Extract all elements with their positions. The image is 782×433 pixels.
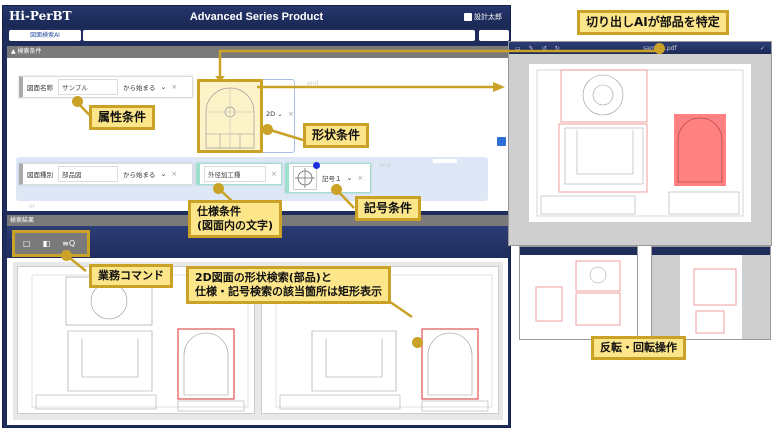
rotate-right-icon[interactable]: ↻ [554, 44, 560, 52]
pen-icon[interactable]: ✎ [528, 44, 534, 52]
check-icon[interactable]: ✓ [759, 44, 765, 52]
callout-dot [61, 250, 72, 261]
close-icon[interactable]: × [271, 170, 277, 178]
match-select[interactable]: から始まる [123, 84, 156, 92]
frame-icon[interactable]: ▭ [515, 44, 521, 52]
or-label: or [29, 203, 36, 210]
flip-icon[interactable]: ◧ [42, 239, 51, 248]
callout-shape-condition: 形状条件 [303, 123, 370, 148]
match-select[interactable]: から始まる [123, 171, 156, 179]
callout-dot [213, 183, 224, 194]
save-icon[interactable] [497, 137, 506, 146]
flipped-thumbnail[interactable] [519, 246, 638, 340]
thumbnail-toolbar [652, 247, 770, 255]
viewer-drawing [529, 64, 751, 222]
app-title: Advanced Series Product [189, 11, 324, 23]
callout-flip-rotate: 反転・回転操作 [591, 336, 686, 360]
attr-condition-name: 図面名称 から始まる ⌄ × [19, 76, 193, 98]
spacer [433, 159, 457, 163]
callout-result-display: 2D図面の形状検索(部品)と 仕様・記号検索の該当箇所は矩形表示 [186, 266, 391, 304]
user-name: 設計太郎 [474, 13, 502, 21]
symbol-select[interactable]: 記号１ [322, 175, 342, 183]
spec-input[interactable] [204, 166, 266, 182]
callout-attribute-condition: 属性条件 [89, 105, 156, 130]
shape-mode-select[interactable]: 2D ⌄ [266, 110, 283, 118]
command-toolbar: □ ◧ ≡Q [12, 230, 90, 257]
tab-blank-2[interactable] [479, 30, 509, 41]
callout-dot [262, 124, 273, 135]
status-dot [313, 162, 320, 169]
user-icon [464, 13, 472, 21]
callout-dot [654, 43, 665, 54]
thumbnail-toolbar [520, 247, 637, 255]
callout-dot [72, 96, 83, 107]
chevron-down-icon[interactable]: ⌄ [160, 170, 167, 178]
attr-condition-type: 図面種別 から始まる ⌄ × [19, 163, 193, 185]
rotate-left-icon[interactable]: ↺ [541, 44, 547, 52]
symbol-crosshair-icon[interactable] [293, 162, 320, 190]
callout-dot [412, 337, 423, 348]
shape-sketch-image[interactable] [197, 79, 263, 153]
square-icon[interactable]: □ [23, 239, 31, 248]
user-menu[interactable]: 設計太郎 [464, 12, 502, 22]
tab-blank[interactable] [83, 30, 475, 41]
app-logo: Hi-PerBT [9, 9, 72, 23]
symbol-condition: 記号１ ⌄ × [285, 162, 371, 193]
tab-bar: 図面検索AI [3, 28, 510, 42]
rotated-thumbnail[interactable] [651, 246, 771, 340]
list-search-icon[interactable]: ≡Q [62, 239, 76, 248]
chevron-down-icon[interactable]: ⌄ [346, 174, 353, 182]
and-label: and [307, 80, 319, 87]
callout-symbol-condition: 記号条件 [355, 196, 422, 221]
chevron-down-icon[interactable]: ⌄ [160, 83, 167, 91]
spec-condition: × [196, 163, 282, 185]
and-label-2: and [379, 162, 391, 169]
field-label: 図面名称 [27, 84, 53, 92]
tab-drawing-search-ai[interactable]: 図面検索AI [9, 30, 81, 41]
name-input[interactable] [58, 79, 118, 95]
close-icon[interactable]: × [288, 110, 294, 118]
callout-dot [331, 184, 342, 195]
callout-ai-crop: 切り出しAIが部品を特定 [577, 10, 729, 35]
callout-spec-condition: 仕様条件 (図面内の文字) [188, 200, 283, 238]
top-bar: Hi-PerBT Advanced Series Product 設計太郎 [3, 6, 510, 28]
close-icon[interactable]: × [171, 170, 178, 178]
callout-business-command: 業務コマンド [89, 264, 173, 288]
type-input[interactable] [58, 166, 118, 182]
close-icon[interactable]: × [357, 174, 364, 182]
ai-crop-viewer: ▭ ✎ ↺ ↻ sample.pdf ✓ [508, 41, 772, 246]
field-label: 図面種別 [27, 171, 53, 179]
close-icon[interactable]: × [171, 83, 178, 91]
